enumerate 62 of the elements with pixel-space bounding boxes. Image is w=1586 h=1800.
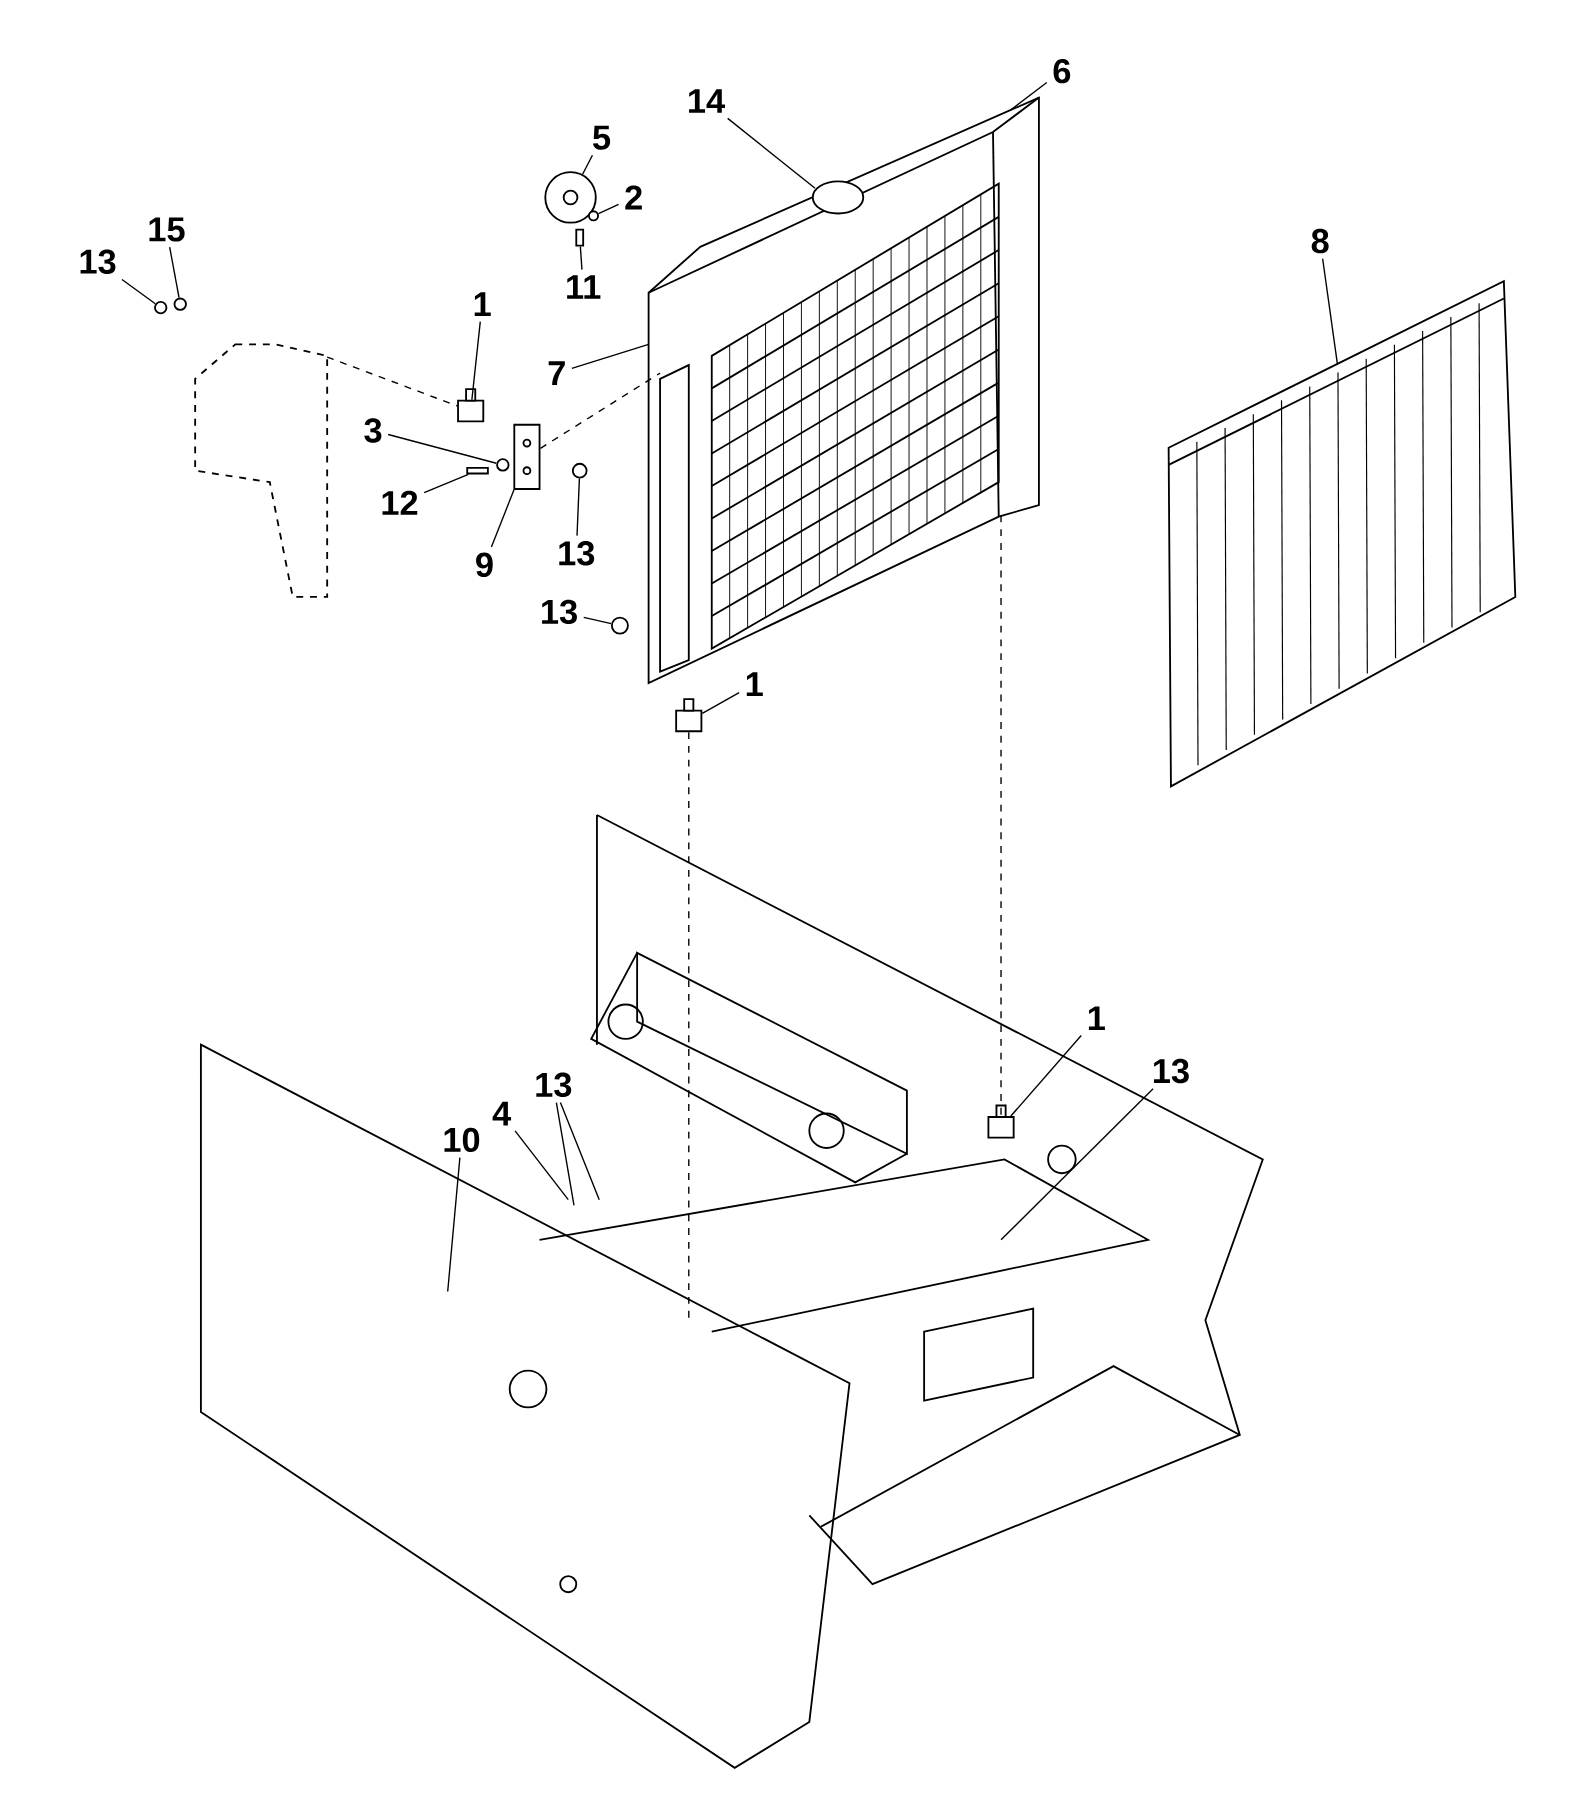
callout-number: 11 <box>566 275 601 299</box>
leader-line <box>579 245 583 271</box>
callout-number: 1 <box>474 292 491 317</box>
callout-number: 15 <box>149 217 185 242</box>
callout-number: 5 <box>592 125 610 150</box>
callout-number: 10 <box>444 1127 479 1153</box>
callout-number: 1 <box>746 672 763 697</box>
assembly-line <box>687 731 690 1321</box>
leader-line <box>1321 258 1338 365</box>
callout-number: 7 <box>548 361 565 385</box>
leader-line <box>581 154 593 175</box>
bracket-drawing <box>194 343 328 598</box>
leader-line <box>490 489 515 548</box>
washer-drawing <box>587 210 599 222</box>
callout-number: 8 <box>1311 228 1329 254</box>
nut-drawing <box>610 616 629 635</box>
leader-line <box>1000 1088 1154 1241</box>
bolt-drawing <box>575 228 584 247</box>
nut-drawing <box>153 301 168 315</box>
leader-line <box>168 246 180 299</box>
leader-line <box>570 343 650 370</box>
callout-number: 13 <box>80 249 116 274</box>
leader-line <box>582 616 612 625</box>
callout-number: 12 <box>382 490 417 515</box>
bolt-drawing <box>466 466 489 475</box>
leader-line <box>446 1156 461 1293</box>
mounting-plate-drawing <box>513 423 541 490</box>
assembly-line <box>539 372 661 450</box>
rubber-mount-drawing <box>456 388 484 423</box>
assembly-line <box>1000 514 1002 1117</box>
leader-line <box>701 691 740 714</box>
callout-number: 13 <box>1153 1058 1189 1084</box>
callout-number: 13 <box>541 599 577 625</box>
leader-line <box>514 1130 569 1201</box>
washer-drawing <box>495 458 510 472</box>
washer-drawing <box>173 297 187 311</box>
callout-number: 3 <box>364 418 382 443</box>
callout-number: 13 <box>536 1072 571 1098</box>
spacer-drawing <box>544 171 597 224</box>
nut-drawing <box>571 462 588 479</box>
leader-line <box>726 117 816 189</box>
leader-line <box>387 433 497 464</box>
grille-drawing <box>1167 279 1517 788</box>
leader-line <box>1009 81 1048 111</box>
rubber-mount-drawing <box>675 698 703 733</box>
leader-line <box>121 278 156 305</box>
callout-number: 14 <box>688 89 725 113</box>
rubber-mount-drawing <box>987 1104 1015 1139</box>
leader-line <box>470 320 481 401</box>
leader-line <box>423 473 469 494</box>
leader-line <box>597 203 620 215</box>
callout-number: 2 <box>625 185 642 210</box>
leader-line <box>576 477 580 537</box>
callout-number: 1 <box>1088 1006 1105 1031</box>
callout-number: 13 <box>559 541 594 566</box>
callout-number: 4 <box>492 1101 511 1126</box>
assembly-line <box>326 356 458 407</box>
leader-line <box>555 1101 575 1207</box>
callout-number: 9 <box>475 552 493 577</box>
callout-number: 6 <box>1053 58 1070 84</box>
leader-line <box>1009 1034 1082 1117</box>
leader-line <box>559 1101 600 1201</box>
